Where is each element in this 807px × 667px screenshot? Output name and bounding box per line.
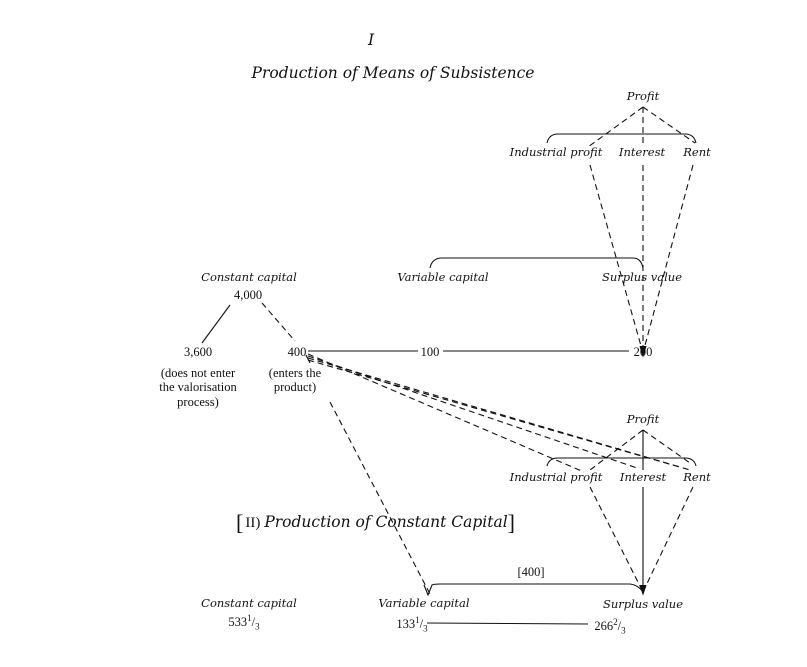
whole: 133 (396, 617, 416, 632)
profit-components-brace (546, 133, 697, 144)
note-line: product) (273, 380, 317, 395)
open-bracket: [ (236, 510, 244, 535)
variable-capital2-value: 1331/3 (396, 615, 428, 634)
surplus-value-amount: 200 (633, 345, 653, 359)
new-value-brace (429, 257, 644, 269)
400-to-industrial-profit-line (307, 353, 585, 473)
note-line: (does not enter (160, 366, 236, 380)
variable-capital-label: Variable capital (397, 270, 489, 284)
rent-to-surplus-line (642, 164, 694, 354)
industrial-profit-to-surplus-line (589, 164, 644, 354)
part-entering-value: 400 (287, 345, 307, 359)
part-entering-note: (enters the product) (269, 366, 321, 395)
denominator: 3 (621, 625, 626, 636)
note-line: process) (177, 394, 219, 409)
whole: 266 (594, 619, 614, 634)
variable-to-surplus-line (426, 622, 589, 625)
section-one-numeral: I (367, 31, 375, 49)
industrial-profit-label: Industrial profit (509, 145, 603, 159)
section-one-title: Production of Means of Subsistence (251, 64, 535, 82)
profit2-label: Profit (626, 412, 660, 426)
exchange-brace (423, 583, 644, 597)
400-to-rent-line-2 (307, 359, 691, 471)
arrowhead-surplus2 (639, 584, 647, 596)
denominator: 3 (255, 621, 260, 632)
rent-label: Rent (683, 145, 711, 159)
profit-label: Profit (626, 89, 660, 103)
note-line: (enters the (268, 366, 322, 380)
400-to-rent-line (307, 357, 681, 468)
industrial-profit2-label: Industrial profit (509, 470, 603, 484)
rent2-label: Rent (683, 470, 711, 484)
numerator: 1 (415, 615, 420, 625)
constant-capital-label: Constant capital (201, 270, 297, 284)
denominator: 3 (423, 623, 428, 634)
constant-capital2-label: Constant capital (201, 596, 297, 610)
variable-capital2-label: Variable capital (378, 596, 470, 610)
surplus-value2-label: Surplus value (602, 597, 684, 611)
numerator: 2 (613, 617, 618, 627)
part-not-entering-note: (does not enter the valorisation process… (159, 366, 236, 409)
constant-to-3600-line (201, 304, 231, 344)
whole: 533 (228, 615, 248, 630)
constant-to-400-line (261, 302, 296, 342)
profit2-to-industrial-profit-line (589, 429, 644, 471)
profit2-components-brace (546, 457, 697, 467)
400-to-variable-capital-line (329, 401, 431, 595)
400-note-tick (305, 354, 311, 364)
profit-to-industrial-profit-line (587, 106, 644, 148)
interest2-label: Interest (619, 470, 667, 484)
surplus-value-label: Surplus value (601, 270, 683, 284)
rent2-to-surplus-line (642, 486, 694, 593)
industrial-profit2-to-surplus-line (589, 486, 644, 593)
exchange-value: [400] (517, 565, 545, 579)
arrowhead-200 (639, 345, 647, 358)
constant-capital2-value: 5331/3 (228, 613, 260, 632)
surplus-value2-amount: 2662/3 (594, 617, 626, 636)
constant-capital-value: 4,000 (233, 288, 263, 302)
profit-to-rent-line (642, 106, 696, 144)
section-two-numeral: II) (245, 514, 261, 531)
section-two-title-text: Production of Constant Capital (264, 513, 508, 532)
400-to-interest-line (307, 355, 638, 469)
note-line: the valorisation (159, 380, 237, 395)
variable-capital-value: 100 (420, 345, 440, 359)
close-bracket: ] (507, 510, 515, 535)
interest-label: Interest (618, 145, 666, 159)
section-two-title: [ II) Production of Constant Capital ] (236, 512, 515, 534)
numerator: 1 (247, 613, 252, 623)
part-not-entering-value: 3,600 (183, 345, 213, 359)
